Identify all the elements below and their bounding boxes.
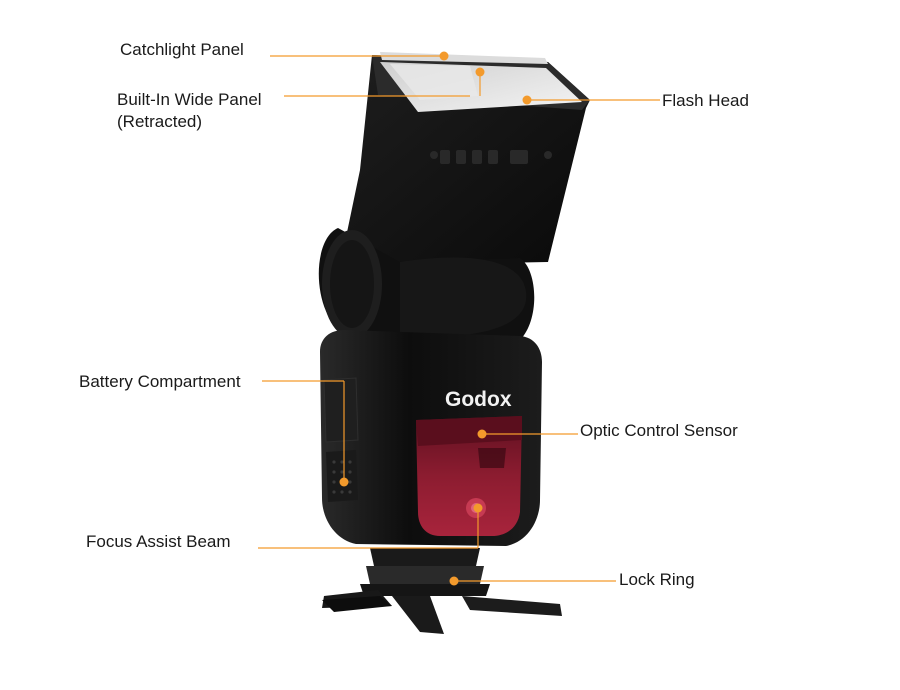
flash-head-shape [340, 52, 590, 266]
callout-dot-focus-assist [473, 503, 483, 513]
callout-lines [258, 55, 660, 582]
label-battery-compartment: Battery Compartment [79, 372, 241, 391]
callout-dots [339, 51, 532, 586]
callout-dot-battery [339, 477, 349, 487]
callout-dot-lock-ring [449, 576, 459, 586]
hot-shoe-foot [322, 548, 562, 634]
label-focus-assist-beam: Focus Assist Beam [86, 532, 231, 551]
tilt-pivot-shape [318, 228, 535, 340]
logo-text: Godox [445, 388, 512, 411]
callout-dot-catchlight [439, 51, 449, 61]
callout-dot-wide-panel [475, 67, 485, 77]
label-built-in-wide-panel: Built-In Wide Panel (Retracted) [117, 89, 262, 133]
label-flash-head: Flash Head [662, 91, 749, 110]
label-built-in-wide-panel-sub: (Retracted) [117, 112, 203, 131]
label-built-in-wide-panel-title: Built-In Wide Panel [117, 90, 262, 109]
callout-dot-optic-sensor [477, 429, 487, 439]
main-body-shape [320, 330, 542, 546]
label-optic-control-sensor: Optic Control Sensor [580, 421, 738, 440]
label-lock-ring: Lock Ring [619, 570, 695, 589]
callout-dot-flash-head [522, 95, 532, 105]
label-catchlight-panel: Catchlight Panel [120, 40, 244, 59]
